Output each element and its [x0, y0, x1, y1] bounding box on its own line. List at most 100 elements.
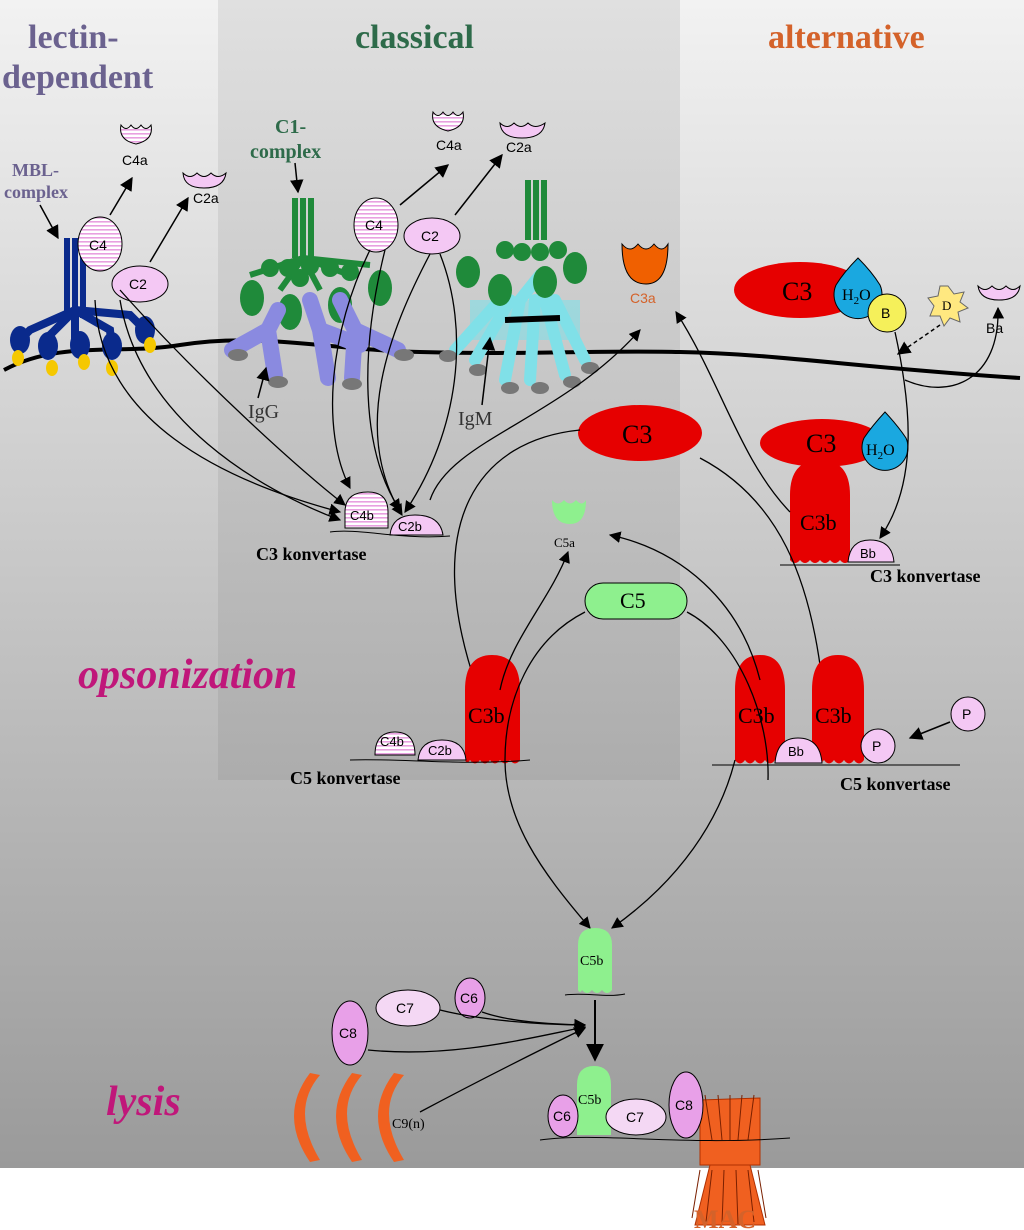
c1-complex-igm [456, 180, 587, 306]
classical-c4 [353, 197, 399, 253]
c9-free [294, 1073, 404, 1162]
properdin-free [950, 696, 986, 732]
assembly-arrows [367, 1009, 587, 1113]
mbl-complex [10, 238, 156, 376]
classical-c4b-2 [374, 731, 416, 756]
alt-bb-low [774, 737, 823, 764]
properdin-bound-label: P [872, 738, 881, 754]
lectin-title-line2: dependent [2, 59, 154, 96]
lectin-c2 [111, 265, 169, 303]
alt-c3-mid [760, 419, 884, 467]
alternative-title: alternative [768, 19, 925, 56]
classical-c2b-2 [417, 739, 467, 761]
alt-c3b-mid [790, 460, 850, 563]
factor-d-arrow [896, 324, 941, 355]
igg-arrow [256, 366, 270, 399]
alt-c3-top-label: C3 [782, 277, 812, 306]
lectin-c4 [77, 216, 123, 272]
lectin-c2a-arrow [149, 196, 189, 263]
igm-label: IgM [458, 408, 493, 430]
c3a [621, 242, 669, 285]
lectin-c4a [120, 123, 152, 145]
c5b-upper-label: C5b [580, 954, 603, 969]
lectin-title-line1: lectin- [28, 19, 119, 56]
classical-c4a-arrow [399, 164, 450, 206]
alt-bb-mid [847, 539, 895, 563]
factor-d-label: D [942, 298, 951, 313]
factor-d [927, 285, 970, 328]
properdin-arrow [908, 721, 951, 740]
igm-pentamer [439, 269, 599, 394]
mac-c8-label: C8 [675, 1097, 693, 1113]
c4b-label-2: C4b [380, 734, 404, 749]
mac-label: MAC [694, 1205, 756, 1230]
convergence-arrows [94, 249, 641, 522]
alt-h2o-top-label: H2O [842, 287, 871, 307]
opsonization-label: opsonization [78, 652, 297, 698]
c1-arrow [290, 162, 304, 194]
factor-b [867, 293, 907, 333]
c7-free-label: C7 [396, 1000, 414, 1016]
classical-title: classical [355, 19, 474, 56]
mac-c7-label: C7 [626, 1109, 644, 1125]
central-arrows [453, 311, 827, 687]
factor-b-label: B [881, 305, 890, 321]
mac-base [539, 1136, 791, 1142]
alt-c3b-mid-label: C3b [800, 510, 837, 535]
mbl-label-line1: MBL- [12, 160, 59, 180]
ba-arrow [904, 306, 1005, 388]
c8-free [331, 1000, 369, 1066]
lectin-c2a [182, 171, 227, 189]
c5b-upper [578, 928, 612, 993]
ba [977, 284, 1021, 301]
mac-c6-label: C6 [553, 1108, 571, 1124]
classical-c2-label: C2 [421, 228, 439, 244]
mac-c5b [577, 1066, 611, 1135]
mac-c7 [605, 1098, 667, 1136]
properdin-free-label: P [962, 706, 971, 722]
classical-c2a [499, 121, 546, 139]
central-c3 [578, 405, 702, 461]
alt-c3-top [734, 262, 866, 318]
c5b-upper-base [564, 993, 626, 996]
c2b-label-1: C2b [398, 519, 422, 534]
lectin-c2-label: C2 [129, 276, 147, 292]
alt-h2o-top [833, 257, 883, 320]
lectin-c4-label: C4 [89, 237, 107, 253]
c3-konvertase-classical-label: C3 konvertase [256, 544, 367, 564]
c4b-label-1: C4b [350, 508, 374, 523]
mbl-label-line2: complex [4, 182, 68, 202]
c1-label-line2: complex [250, 141, 321, 163]
c5 [584, 582, 688, 620]
ba-label: Ba [986, 320, 1003, 336]
c5-label: C5 [620, 588, 646, 613]
mbl-arrow [39, 204, 59, 240]
classical-c4a [432, 110, 464, 132]
classical-c2 [403, 217, 461, 255]
classical-c3b-label: C3b [468, 703, 505, 728]
mac-c8 [668, 1071, 704, 1139]
properdin-bound [860, 728, 896, 764]
c3-convertase-classical [329, 491, 451, 538]
c5-konvertase-alternative-label: C5 konvertase [840, 774, 951, 794]
alt-c3b-right-label: C3b [815, 703, 852, 728]
c6-free-label: C6 [460, 990, 478, 1006]
lectin-c2a-label: C2a [193, 190, 219, 206]
lysis-label: lysis [106, 1079, 181, 1125]
c5a [552, 500, 586, 524]
c7-free [375, 989, 441, 1027]
c5-cleavage-arrows [499, 531, 769, 929]
mac-c6 [547, 1094, 579, 1138]
classical-c4a-label: C4a [436, 137, 462, 153]
alt-bb-low-label: Bb [788, 744, 804, 759]
c3-konvertase-alternative-label: C3 konvertase [870, 566, 981, 586]
c6-free [454, 977, 486, 1019]
classical-c2a-arrow [454, 153, 503, 216]
c8-free-label: C8 [339, 1025, 357, 1041]
alt-h2o-mid [861, 411, 909, 471]
c5-konvertase-classical-label: C5 konvertase [290, 768, 401, 788]
alt-h2o-mid-label: H2O [866, 442, 895, 462]
c9n-label: C9(n) [392, 1117, 425, 1132]
igg-antibodies [224, 292, 414, 390]
